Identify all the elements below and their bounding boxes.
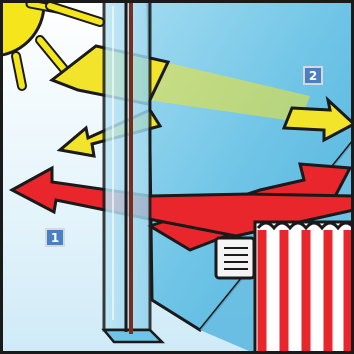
radiator-valve (216, 238, 254, 278)
radiator (255, 222, 354, 354)
badge-2: 2 (304, 67, 322, 84)
badge-1: 1 (46, 229, 64, 246)
badge-1-label: 1 (51, 231, 59, 245)
badge-2-label: 2 (309, 69, 317, 83)
